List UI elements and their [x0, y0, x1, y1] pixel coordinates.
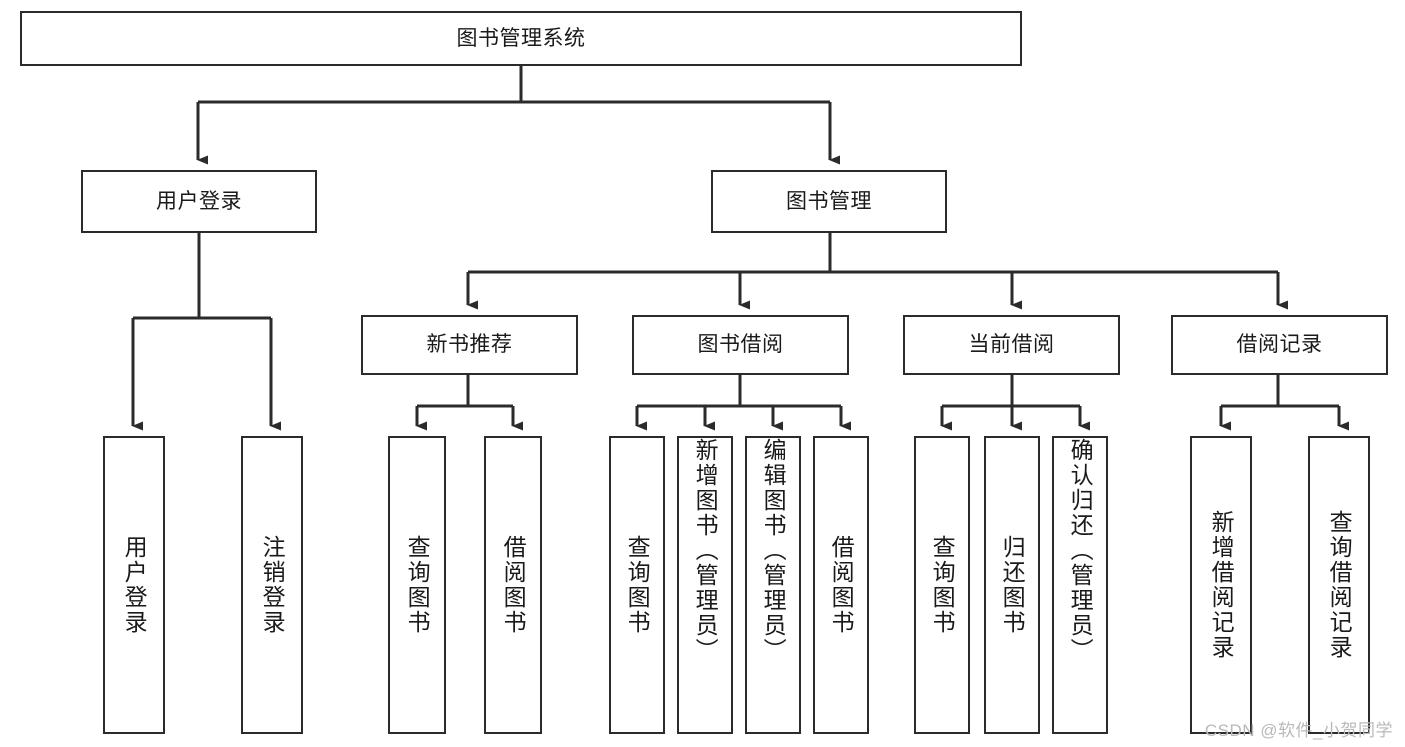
node-borrow-record-label: 借阅记录	[1236, 333, 1323, 357]
node-root[interactable]: 图书管理系统	[20, 11, 1022, 66]
node-leaf-add-book-label: 新增图书（管理员）	[692, 438, 719, 663]
node-leaf-confirm-return-label: 确认归还（管理员）	[1067, 438, 1094, 663]
node-leaf-user-login-label: 用户登录	[121, 535, 148, 635]
node-leaf-query-book-1[interactable]: 查询图书	[388, 436, 446, 734]
node-current-borrow[interactable]: 当前借阅	[903, 315, 1120, 375]
node-leaf-query-book-1-label: 查询图书	[404, 535, 431, 635]
node-leaf-query-record-label: 查询借阅记录	[1326, 510, 1353, 660]
node-leaf-borrow-book-1-label: 借阅图书	[500, 535, 527, 635]
node-leaf-user-logout[interactable]: 注销登录	[241, 436, 303, 734]
node-book-borrow-label: 图书借阅	[697, 333, 784, 357]
node-current-borrow-label: 当前借阅	[968, 333, 1055, 357]
node-leaf-add-record-label: 新增借阅记录	[1208, 510, 1235, 660]
node-leaf-add-record[interactable]: 新增借阅记录	[1190, 436, 1252, 734]
node-leaf-query-record[interactable]: 查询借阅记录	[1308, 436, 1370, 734]
node-new-book-recommend[interactable]: 新书推荐	[361, 315, 578, 375]
node-leaf-borrow-book-2-label: 借阅图书	[828, 535, 855, 635]
node-leaf-query-book-3[interactable]: 查询图书	[914, 436, 970, 734]
node-leaf-query-book-3-label: 查询图书	[929, 535, 956, 635]
node-user-login-label: 用户登录	[156, 189, 242, 213]
node-root-label: 图书管理系统	[456, 26, 586, 50]
node-leaf-borrow-book-1[interactable]: 借阅图书	[484, 436, 542, 734]
node-leaf-query-book-2[interactable]: 查询图书	[609, 436, 665, 734]
node-leaf-query-book-2-label: 查询图书	[624, 535, 651, 635]
node-new-book-recommend-label: 新书推荐	[426, 333, 513, 357]
node-leaf-confirm-return[interactable]: 确认归还（管理员）	[1052, 436, 1108, 734]
node-leaf-return-book[interactable]: 归还图书	[984, 436, 1040, 734]
node-leaf-return-book-label: 归还图书	[999, 535, 1026, 635]
node-leaf-user-logout-label: 注销登录	[259, 535, 286, 635]
node-leaf-user-login[interactable]: 用户登录	[103, 436, 165, 734]
node-user-login[interactable]: 用户登录	[81, 170, 317, 233]
node-leaf-add-book[interactable]: 新增图书（管理员）	[677, 436, 733, 734]
watermark-text: CSDN @软件_小贺同学	[1204, 721, 1393, 740]
node-leaf-edit-book[interactable]: 编辑图书（管理员）	[745, 436, 801, 734]
node-leaf-borrow-book-2[interactable]: 借阅图书	[813, 436, 869, 734]
node-book-borrow[interactable]: 图书借阅	[632, 315, 849, 375]
node-leaf-edit-book-label: 编辑图书（管理员）	[760, 438, 787, 663]
node-book-manage[interactable]: 图书管理	[711, 170, 947, 233]
node-borrow-record[interactable]: 借阅记录	[1171, 315, 1388, 375]
node-book-manage-label: 图书管理	[786, 189, 872, 213]
